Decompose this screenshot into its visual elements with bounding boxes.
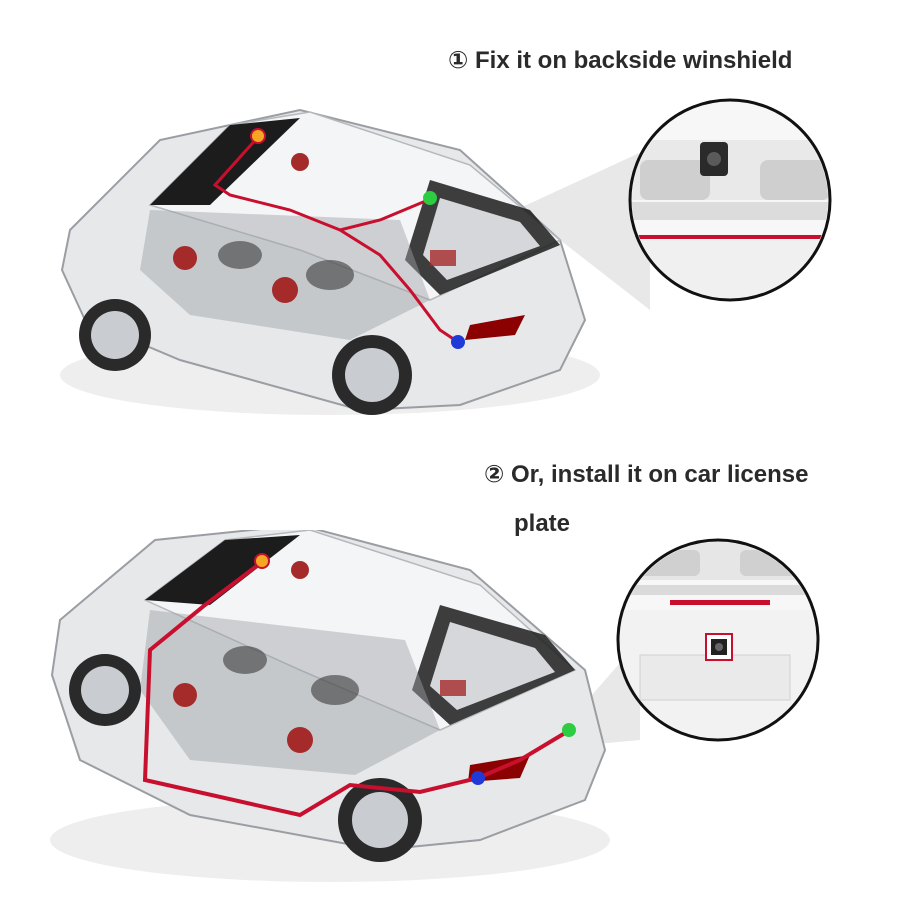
monitor-marker-icon bbox=[250, 128, 266, 144]
zoom-license-plate-icon bbox=[616, 538, 820, 742]
installation-scene-license-plate bbox=[0, 530, 900, 903]
monitor-marker-icon bbox=[254, 553, 270, 569]
car-icon bbox=[60, 108, 600, 415]
car-icon bbox=[50, 530, 610, 882]
caption-step-2: ② Or, install it on car license bbox=[484, 461, 809, 488]
cable-route bbox=[142, 560, 572, 818]
caption-step-2-continued: plate bbox=[514, 510, 571, 537]
camera-marker-icon bbox=[562, 723, 576, 737]
cable-branch bbox=[339, 198, 429, 232]
zoom-rear-window-icon bbox=[628, 98, 832, 302]
camera-marker-icon bbox=[423, 191, 437, 205]
caption-step-1: ① Fix it on backside winshield bbox=[448, 47, 793, 74]
installation-scene-windshield bbox=[0, 90, 900, 430]
zoom-beam bbox=[520, 148, 650, 310]
reverse-light-marker-icon bbox=[471, 771, 485, 785]
reverse-light-marker-icon bbox=[451, 335, 465, 349]
